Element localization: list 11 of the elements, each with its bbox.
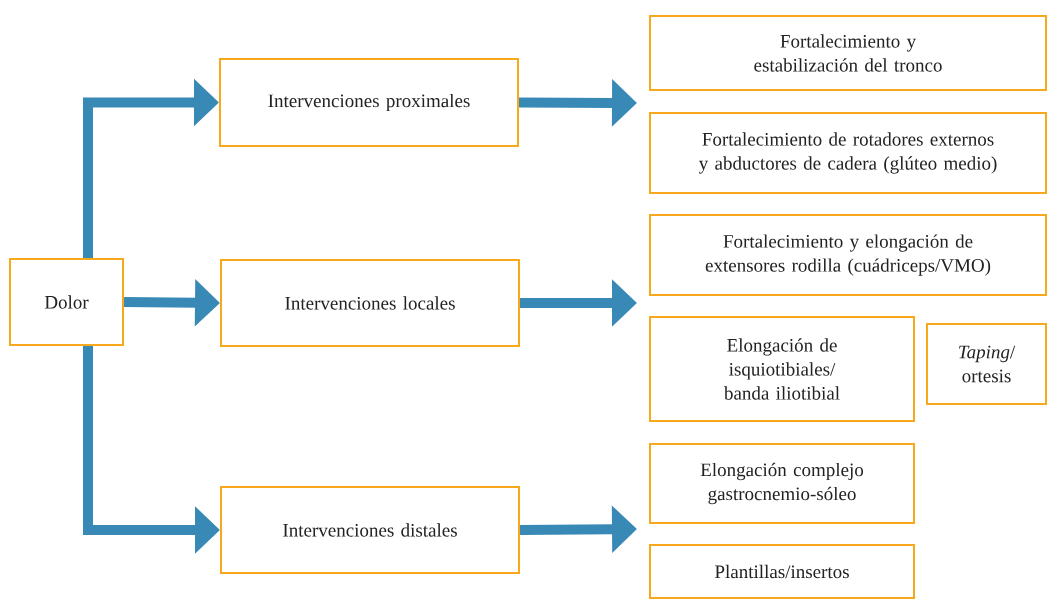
text-box: Fortalecimiento y estabilización del tronco <box>649 15 1047 91</box>
text-box: Elongación complejo gastrocnemio-sóleo <box>649 443 915 524</box>
text-box: Dolor <box>9 258 124 346</box>
text-box: Fortalecimiento y elongación de extensores rodilla (cuádriceps/VMO) <box>649 214 1047 296</box>
text-box: Intervenciones proximales <box>219 58 519 147</box>
text-box: Intervenciones distales <box>220 486 520 574</box>
text-box: Plantillas/insertos <box>649 544 915 599</box>
text-box: Fortalecimiento de rotadores externos y abductores de cadera (glúteo medio) <box>649 112 1047 194</box>
text-box: Elongación de isquiotibiales/ banda iliotibial <box>649 316 915 422</box>
text-box: Intervenciones locales <box>220 259 520 347</box>
text-box: Taping/ ortesis <box>926 323 1047 405</box>
